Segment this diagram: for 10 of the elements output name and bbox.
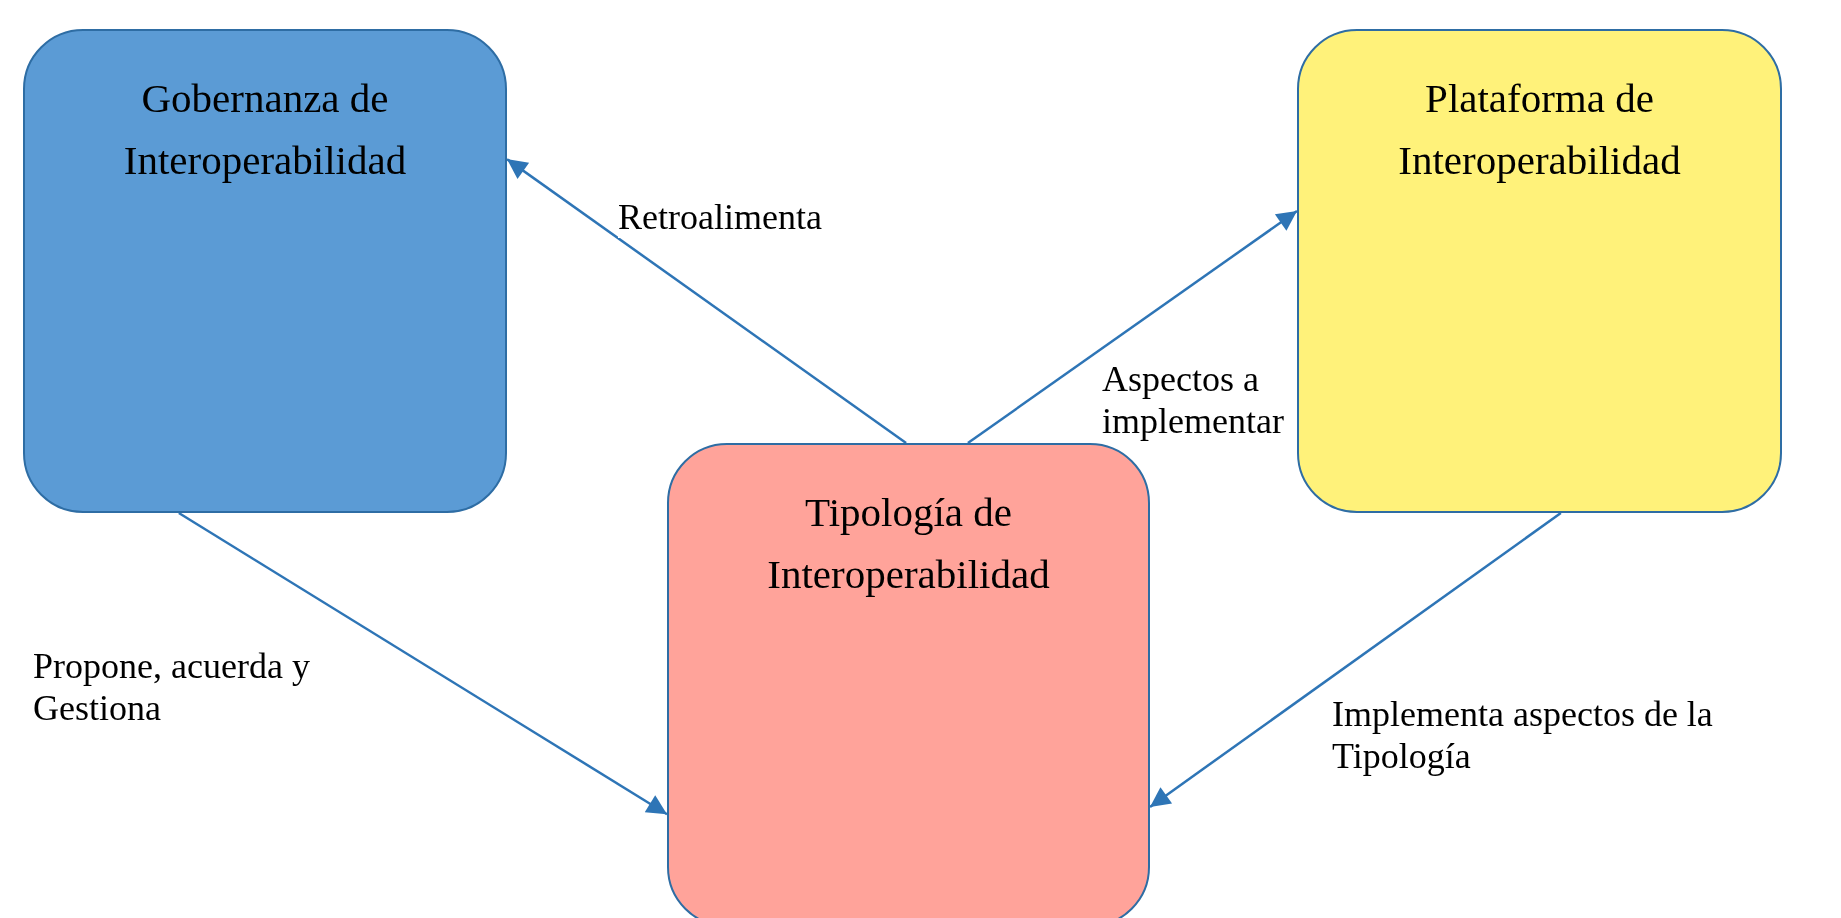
- arrow: [178, 511, 668, 816]
- rounded-box: [1297, 29, 1782, 513]
- rounded-box: [667, 443, 1150, 918]
- arrow: [506, 158, 907, 444]
- box-title: Tipología de Interoperabilidad: [766, 488, 1051, 599]
- rounded-box: [23, 29, 507, 513]
- arrow: [1149, 512, 1562, 808]
- box-title: Plataforma de Interoperabilidad: [1397, 74, 1682, 185]
- arrow: [967, 209, 1298, 445]
- box-title: Gobernanza de Interoperabilidad: [122, 74, 408, 185]
